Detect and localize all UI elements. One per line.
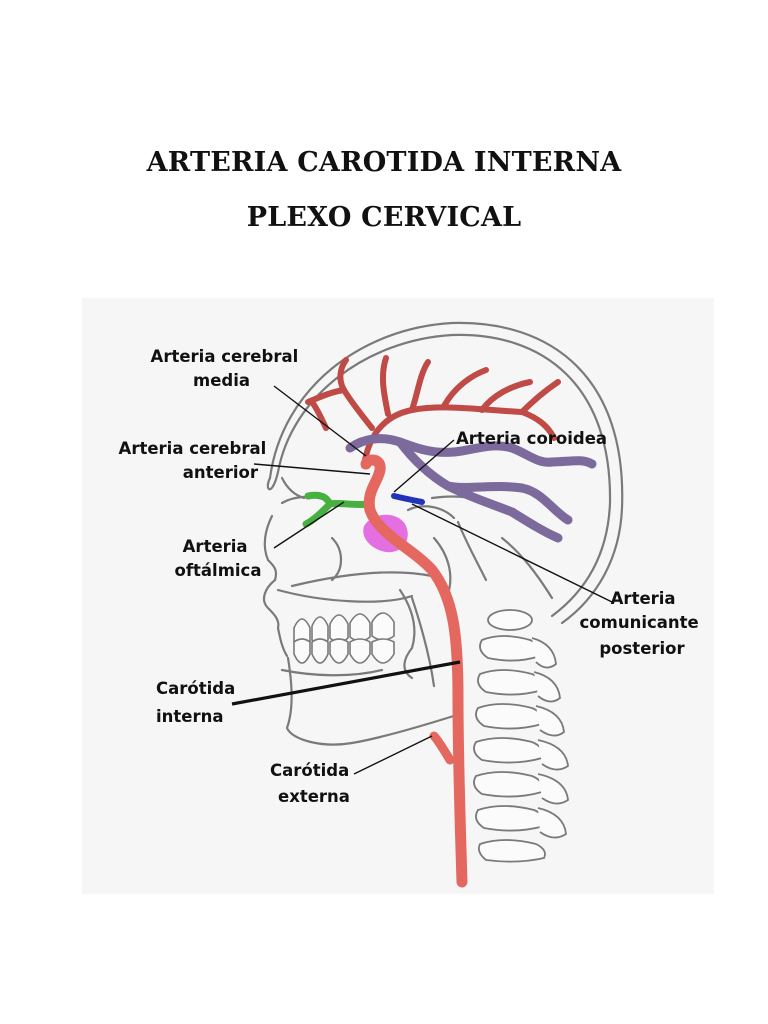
leader-oftalmica <box>273 501 345 549</box>
anterior-cerebral-artery <box>345 434 597 543</box>
teeth <box>293 612 395 664</box>
label-carotida-interna: Carótida interna <box>156 679 241 726</box>
page-title: ARTERIA CAROTIDA INTERNA <box>146 147 622 178</box>
internal-carotid-artery <box>360 454 468 888</box>
leader-cerebral-media <box>273 385 367 457</box>
leader-carotida-interna <box>231 660 461 706</box>
leader-coroidea <box>393 439 455 493</box>
ophthalmic-artery <box>302 491 374 528</box>
page-subtitle: PLEXO CERVICAL <box>246 202 522 233</box>
label-carotida-externa: Carótida externa <box>270 761 355 806</box>
external-carotid-artery <box>429 731 455 765</box>
label-oftalmica: Arteria oftálmica <box>175 537 262 580</box>
leader-comunicante <box>411 503 613 603</box>
label-cerebral-anterior: Arteria cerebral anterior <box>119 439 272 482</box>
anatomy-figure: Arteria cerebral media Arteria cerebral … <box>82 298 714 894</box>
posterior-communicating-artery <box>391 493 425 505</box>
leader-carotida-externa <box>353 735 433 775</box>
leader-lines <box>231 385 613 775</box>
middle-cerebral-artery <box>305 355 561 469</box>
skull-outline <box>262 321 624 746</box>
head-arteries-diagram: Arteria cerebral media Arteria cerebral … <box>119 321 705 888</box>
leader-cerebral-anterior <box>253 463 371 475</box>
label-comunicante-posterior: Arteria comunicante posterior <box>580 589 705 658</box>
label-coroidea: Arteria coroidea <box>456 429 607 448</box>
cervical-spine <box>473 609 569 863</box>
label-cerebral-media: Arteria cerebral media <box>151 347 304 390</box>
